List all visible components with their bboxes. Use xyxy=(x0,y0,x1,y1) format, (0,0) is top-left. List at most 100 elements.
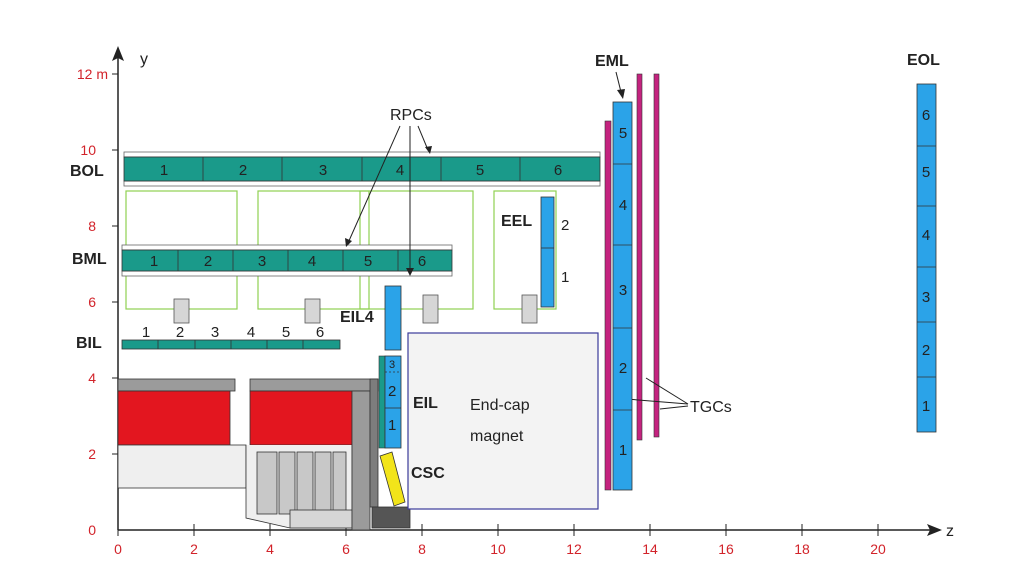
y-tick-label: 4 xyxy=(88,370,96,386)
y-tick-label: 2 xyxy=(88,446,96,462)
eml-chamber-number: 5 xyxy=(619,125,627,142)
tgc-plane xyxy=(636,73,643,441)
tgcs-label: TGCs xyxy=(690,399,732,416)
x-tick-label: 2 xyxy=(190,541,198,557)
forward-block xyxy=(296,451,314,515)
eml-chamber-group: 5 4 3 2 1 EML xyxy=(595,53,633,491)
eol-chamber-number: 4 xyxy=(922,227,930,244)
y-axis-arrow xyxy=(112,46,124,61)
bml-chamber-number: 1 xyxy=(150,253,158,270)
eil-chamber-number: 2 xyxy=(388,383,396,400)
forward-block xyxy=(256,451,278,515)
support-foot xyxy=(422,294,439,324)
bol-label: BOL xyxy=(70,163,104,180)
bol-rpc-strip xyxy=(123,151,601,158)
bml-chamber-number: 5 xyxy=(364,253,372,270)
endcap-magnet-box xyxy=(407,332,599,510)
x-tick-label: 18 xyxy=(794,541,810,557)
eil4-group: EIL4 xyxy=(340,285,402,351)
inner-detector-region xyxy=(117,378,411,531)
eml-chamber-number: 3 xyxy=(619,282,627,299)
csc-chamber xyxy=(379,451,406,507)
bil-chamber-number: 5 xyxy=(282,324,290,341)
x-ticks xyxy=(117,524,879,536)
eel-group: 2 1 EEL xyxy=(501,196,569,308)
shielding-column-2 xyxy=(369,378,379,508)
inner-tracker-area xyxy=(117,444,247,489)
forward-block xyxy=(332,451,347,515)
y-tick-label: 8 xyxy=(88,218,96,234)
x-tick-label: 4 xyxy=(266,541,274,557)
eel-chamber-number: 2 xyxy=(561,217,569,234)
y-tick-label: 6 xyxy=(88,294,96,310)
bol-chamber-number: 6 xyxy=(554,162,562,179)
eml-chamber-number: 2 xyxy=(619,360,627,377)
tgc-plane xyxy=(604,120,612,491)
shielding-column xyxy=(351,390,371,531)
x-tick-label: 14 xyxy=(642,541,658,557)
y-tick-label: 0 xyxy=(88,522,96,538)
magnet-label-line1: End-cap xyxy=(470,397,530,414)
bol-chamber-number: 2 xyxy=(239,162,247,179)
eil-green-strip xyxy=(378,355,386,449)
bml-chamber-number: 6 xyxy=(418,253,426,270)
eel-label: EEL xyxy=(501,213,532,230)
eil-chamber-number: 3 xyxy=(389,359,395,371)
bol-chamber-number: 3 xyxy=(319,162,327,179)
eol-chamber-group: 6 5 4 3 2 1 EOL xyxy=(907,52,940,433)
bml-chamber-number: 4 xyxy=(308,253,316,270)
shielding-block xyxy=(289,509,353,529)
bil-chamber-number: 4 xyxy=(247,324,255,341)
eol-chamber-number: 2 xyxy=(922,342,930,359)
eil-chamber xyxy=(384,355,402,449)
eil-label: EIL xyxy=(413,395,438,412)
bol-chamber-number: 5 xyxy=(476,162,484,179)
forward-block xyxy=(314,451,332,515)
support-bar-left xyxy=(117,378,236,392)
x-tick-label: 0 xyxy=(114,541,122,557)
z-axis-arrow xyxy=(927,524,942,536)
calorimeter-barrel xyxy=(117,390,231,446)
csc-label: CSC xyxy=(411,465,445,482)
support-foot xyxy=(304,298,321,324)
eml-chamber-number: 1 xyxy=(619,442,627,459)
support-bar-right xyxy=(249,378,379,392)
z-axis-label: z xyxy=(946,523,954,540)
bml-chamber xyxy=(121,249,453,272)
bil-label: BIL xyxy=(76,335,102,352)
eol-chamber-number: 6 xyxy=(922,107,930,124)
eil4-label: EIL4 xyxy=(340,309,374,326)
bil-chamber-number: 3 xyxy=(211,324,219,341)
rpcs-label: RPCs xyxy=(390,107,432,124)
bml-label: BML xyxy=(72,251,107,268)
eml-label: EML xyxy=(595,53,629,70)
bil-chamber-group: 1 2 3 4 5 6 BIL xyxy=(76,324,341,352)
tgc-plane xyxy=(653,73,660,438)
eel-chamber xyxy=(540,196,555,308)
bil-chamber-number: 2 xyxy=(176,324,184,341)
x-tick-label: 20 xyxy=(870,541,886,557)
endcap-magnet: End-cap magnet xyxy=(407,332,599,510)
bol-chamber-number: 1 xyxy=(160,162,168,179)
x-tick-label: 8 xyxy=(418,541,426,557)
bml-rpc-strip xyxy=(121,244,453,251)
x-tick-label: 6 xyxy=(342,541,350,557)
y-tick-label: 10 xyxy=(80,142,96,158)
y-ticks xyxy=(112,73,118,455)
bil-chamber-number: 1 xyxy=(142,324,150,341)
forward-block xyxy=(278,451,296,515)
eil-group: 3 2 1 EIL xyxy=(378,355,438,449)
bil-chamber-number: 6 xyxy=(316,324,324,341)
y-tick-labels: 0 2 4 6 8 10 12 m xyxy=(77,66,108,538)
bol-rpc-strip-bottom xyxy=(123,180,601,187)
calorimeter-extended xyxy=(249,390,353,446)
eol-label: EOL xyxy=(907,52,940,69)
y-axis-label: y xyxy=(140,51,148,68)
tgc-group: TGCs xyxy=(604,73,732,491)
eil-chamber-number: 1 xyxy=(388,417,396,434)
x-tick-label: 12 xyxy=(566,541,582,557)
eol-chamber-number: 3 xyxy=(922,289,930,306)
support-foot xyxy=(173,298,190,324)
